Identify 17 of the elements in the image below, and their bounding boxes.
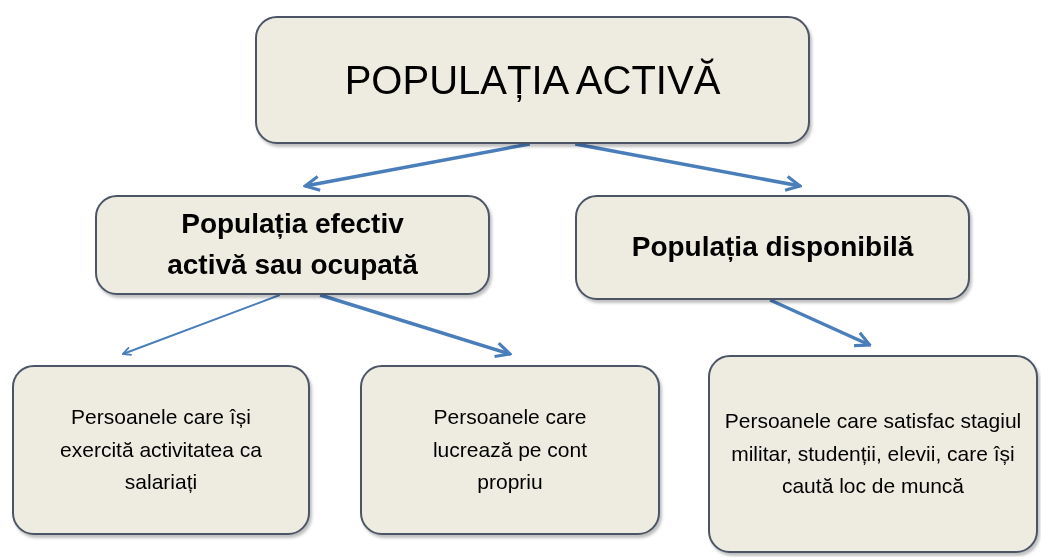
category-box: [360, 365, 660, 535]
box-label: Populația disponibilă: [631, 230, 914, 265]
category-box: [575, 195, 970, 300]
arrow: [769, 298, 872, 348]
category-box: [12, 365, 310, 535]
category-box: [95, 195, 490, 295]
box-label: Persoanele care satisfac stagiul militar, studenții, elevii, care își caută loc de muncă: [723, 408, 1023, 500]
box-label: Populația efectiv activă sau ocupată: [166, 207, 419, 282]
box-label: Persoanele care își exercită activitatea ca salariați: [59, 404, 263, 496]
category-box: [708, 355, 1038, 553]
arrow: [319, 293, 512, 359]
box-label: Persoanele care lucrează pe cont propriu: [431, 404, 589, 496]
box-label: POPULAȚIA ACTIVĂ: [344, 57, 721, 104]
title-box: [255, 16, 810, 144]
arrow: [574, 142, 802, 192]
arrow: [303, 142, 531, 192]
arrow: [121, 294, 281, 356]
